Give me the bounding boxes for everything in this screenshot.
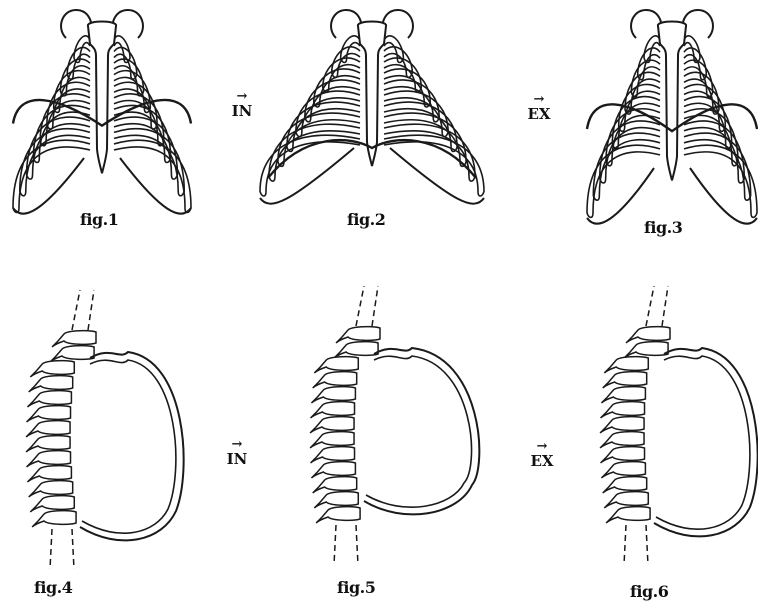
side-fig-5	[310, 286, 479, 565]
vertebra	[601, 462, 645, 478]
vertebra	[30, 496, 74, 512]
ribcage-fig-2	[260, 10, 484, 204]
fig-3-label: fig.3	[644, 218, 682, 237]
vertebra	[311, 402, 355, 418]
vertebra	[52, 331, 96, 347]
fig-4-label: fig.4	[34, 578, 72, 597]
vertebra	[316, 507, 360, 523]
sternum	[88, 22, 116, 174]
vertebra	[314, 492, 358, 508]
vertebra	[27, 451, 71, 467]
vertebra	[313, 477, 357, 493]
vertebra	[32, 511, 76, 527]
vertebra	[314, 357, 358, 373]
rib-outline-inner	[656, 356, 750, 529]
exhale-transition-row2: → EX	[522, 442, 562, 470]
exhale-label: EX	[527, 105, 550, 123]
sternum	[658, 22, 686, 181]
side-fig-6	[600, 286, 758, 565]
rib-outline-inner	[366, 356, 472, 507]
vertebra	[311, 462, 355, 478]
spine-dashed-top	[72, 290, 94, 330]
arrow-right-icon: →	[522, 442, 562, 452]
clavicle-left	[331, 10, 361, 38]
vertebra	[50, 346, 94, 362]
row1-artwork	[13, 10, 757, 224]
side-fig-4	[26, 290, 184, 569]
vertebra	[29, 376, 73, 392]
rib-right	[384, 91, 448, 137]
rib-right	[384, 135, 484, 196]
ribcage-fig-1	[13, 10, 191, 214]
rib-left	[269, 124, 360, 181]
rib-left	[13, 140, 90, 212]
rib-left	[260, 135, 360, 196]
vertebra	[27, 406, 71, 422]
vertebra	[311, 387, 355, 403]
inhale-transition-row2: → IN	[217, 440, 257, 468]
rib-outline-outer	[364, 348, 479, 514]
vertebra	[624, 342, 668, 358]
rib-right	[384, 124, 475, 181]
vertebra	[30, 361, 74, 377]
fig-5-label: fig.5	[337, 578, 375, 597]
inhale-label: IN	[227, 450, 248, 468]
clavicle-left	[631, 10, 661, 38]
vertebra	[603, 372, 647, 388]
ribcage-fig-3	[587, 10, 757, 224]
clavicle-right	[113, 10, 143, 38]
vertebra	[606, 507, 650, 523]
vertebra	[626, 327, 670, 343]
vertebra	[334, 342, 378, 358]
fig-2-label: fig.2	[347, 210, 385, 229]
rib-right	[684, 133, 751, 200]
rib-outline-inner	[82, 360, 176, 533]
fig-1-label: fig.1	[80, 210, 118, 229]
vertebra	[601, 447, 645, 463]
spine-dashed-bottom	[334, 525, 358, 565]
vertebra	[600, 417, 644, 433]
spine-dashed-top	[356, 286, 378, 326]
spine-dashed-top	[646, 286, 668, 326]
spine-dashed-bottom	[50, 529, 74, 569]
exhale-transition-row1: → EX	[519, 95, 559, 123]
vertebra	[313, 372, 357, 388]
vertebra	[27, 391, 71, 407]
arrow-right-icon: →	[222, 92, 262, 102]
rib-outline-outer	[654, 348, 758, 536]
vertebra	[26, 421, 70, 437]
vertebra	[336, 327, 380, 343]
vertebra	[604, 357, 648, 373]
spine-dashed-bottom	[624, 525, 648, 565]
vertebra	[26, 436, 70, 452]
arrow-right-icon: →	[519, 95, 559, 105]
vertebra	[29, 481, 73, 497]
vertebra	[601, 387, 645, 403]
rib-right	[114, 140, 191, 212]
rib-left	[593, 133, 660, 200]
inhale-transition-row1: → IN	[222, 92, 262, 120]
clavicle-right	[683, 10, 713, 38]
vertebra	[310, 432, 354, 448]
row2-artwork	[26, 286, 758, 569]
vertebra	[310, 417, 354, 433]
arrow-right-icon: →	[217, 440, 257, 450]
vertebra	[603, 477, 647, 493]
vertebra	[601, 402, 645, 418]
vertebra	[311, 447, 355, 463]
vertebra	[27, 466, 71, 482]
fig-6-label: fig.6	[630, 582, 668, 601]
rib-outline-outer	[80, 352, 184, 540]
exhale-label: EX	[530, 452, 553, 470]
vertebra	[600, 432, 644, 448]
inhale-label: IN	[232, 102, 253, 120]
vertebra	[604, 492, 648, 508]
clavicle-right	[383, 10, 413, 38]
rib-left	[296, 91, 360, 137]
clavicle-left	[61, 10, 91, 38]
